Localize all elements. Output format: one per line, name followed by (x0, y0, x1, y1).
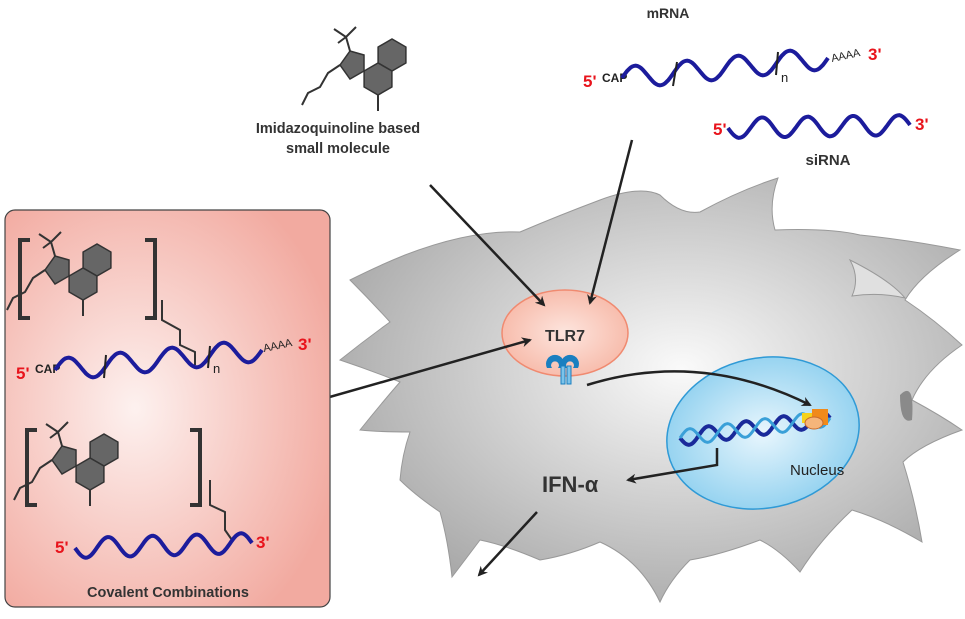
conjugate-molecule-icon (13, 421, 119, 506)
arrow-rna-to-tlr7 (587, 139, 634, 305)
mrna-strand (620, 48, 830, 88)
nucleus-label: Nucleus (790, 462, 844, 479)
mrna-3prime: 3' (868, 45, 882, 64)
rna-wave (53, 340, 264, 380)
cell-fold (848, 258, 907, 299)
rna-wave (73, 531, 254, 560)
repeat-bracket (207, 345, 211, 369)
repeat-bracket (672, 61, 678, 87)
conjugate-mrna-5prime: 5' (16, 364, 30, 383)
mrna-polya: AAAA (830, 47, 862, 65)
conjugate-sirna-3prime: 3' (256, 533, 270, 552)
conjugate-molecule-icon (6, 231, 112, 316)
cell-body (338, 177, 964, 604)
arrow-covalent-to-tlr7 (297, 337, 532, 408)
conjugate-sirna-strand (73, 531, 254, 560)
transcription-factor-icon (802, 409, 828, 430)
arrow-nucleus-to-ifn (626, 448, 719, 484)
covalent-combinations-title: Covalent Combinations (87, 585, 249, 601)
sirna-title: siRNA (805, 152, 850, 169)
rna-wave (620, 48, 830, 88)
mrna-5prime: 5' (583, 72, 597, 91)
linker-icon (161, 300, 233, 541)
conjugate-mrna-strand (53, 340, 264, 380)
sirna-3prime: 3' (915, 115, 929, 134)
repeat-bracket (103, 354, 107, 379)
arrow-small-molecule-to-tlr7 (429, 184, 546, 307)
covalent-combinations-box (4, 209, 331, 608)
arrows (297, 139, 812, 577)
conjugate-mrna-cap: CAP (35, 362, 60, 376)
sirna-strand (726, 113, 912, 140)
arrow-tlr7-to-nucleus (586, 370, 812, 407)
small-molecule-label-line2: small molecule (286, 141, 390, 157)
conjugate-mrna-3prime: 3' (298, 335, 312, 354)
cell-fold (900, 390, 913, 421)
mrna-cap: CAP (602, 71, 627, 85)
repeat-bracket (775, 51, 779, 76)
tlr7-label: TLR7 (545, 328, 585, 345)
mrna-repeat-n: n (781, 70, 788, 85)
conjugate-mrna-repeat-n: n (213, 361, 220, 376)
imidazoquinoline-molecule-icon (301, 26, 407, 111)
ifn-alpha-label: IFN-α (542, 472, 599, 497)
small-molecule-label-line1: Imidazoquinoline based (256, 121, 420, 137)
rna-wave (726, 113, 912, 140)
conjugate-sirna-5prime: 5' (55, 538, 69, 557)
mrna-title: mRNA (647, 5, 690, 21)
bracket-icon (18, 238, 202, 507)
arrow-ifn-secretion (477, 511, 538, 577)
sirna-5prime: 5' (713, 120, 727, 139)
tlr7-receptor-icon (546, 354, 580, 385)
